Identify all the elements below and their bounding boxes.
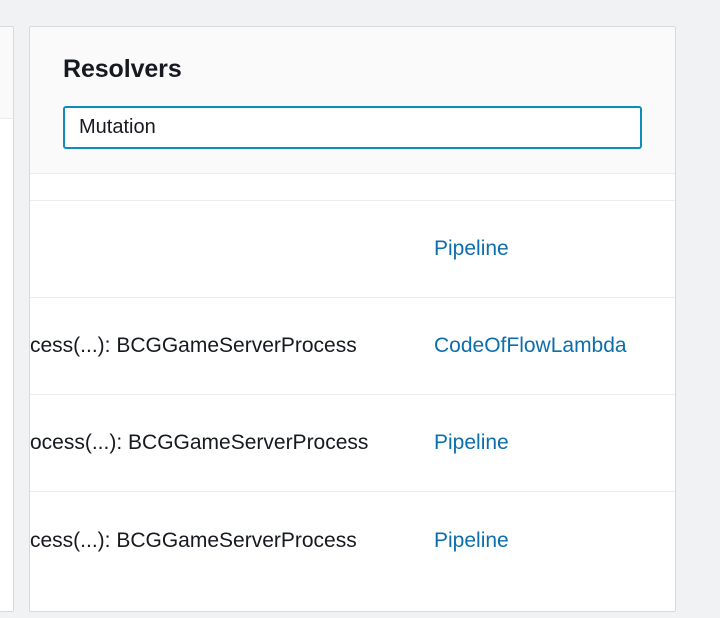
resolver-name-text: ocess(...): BCGGameServerProcess: [30, 431, 369, 454]
adjacent-panel-body: [0, 119, 13, 611]
resolver-kind-link[interactable]: Pipeline: [434, 431, 509, 454]
resolver-search-input[interactable]: [63, 106, 642, 149]
resolver-name-text: cess(...): BCGGameServerProcess: [30, 334, 357, 357]
page-title: Resolvers: [63, 55, 182, 83]
adjacent-panel-clipped: [0, 26, 14, 612]
resolvers-card: Resolvers Pipeline cess(...): BCGGameSer…: [29, 26, 676, 612]
resolvers-card-header: Resolvers: [30, 27, 675, 174]
resolver-kind-link[interactable]: Pipeline: [434, 237, 509, 260]
table-row[interactable]: ocess(...): BCGGameServerProcess Pipelin…: [30, 395, 675, 492]
resolver-kind-link[interactable]: CodeOfFlowLambda: [434, 334, 627, 357]
resolver-kind-cell: Pipeline: [434, 430, 675, 456]
resolver-kind-cell: CodeOfFlowLambda: [434, 333, 675, 359]
resolver-name-cell: cess(...): BCGGameServerProcess: [30, 333, 434, 359]
table-row[interactable]: cess(...): BCGGameServerProcess CodeOfFl…: [30, 298, 675, 395]
adjacent-panel-header: [0, 27, 13, 119]
table-row[interactable]: Pipeline: [30, 201, 675, 298]
resolver-name-text: cess(...): BCGGameServerProcess: [30, 528, 357, 552]
resolver-name-cell: cess(...): BCGGameServerProcess: [30, 528, 434, 554]
table-toolbar: [30, 174, 675, 201]
table-row[interactable]: cess(...): BCGGameServerProcess Pipeline: [30, 492, 675, 589]
resolver-kind-cell: Pipeline: [434, 236, 675, 262]
resolver-kind-link[interactable]: Pipeline: [434, 528, 509, 552]
resolver-name-cell: ocess(...): BCGGameServerProcess: [30, 430, 434, 456]
resolver-kind-cell: Pipeline: [434, 528, 675, 554]
resolvers-table: Pipeline cess(...): BCGGameServerProcess…: [30, 174, 675, 611]
